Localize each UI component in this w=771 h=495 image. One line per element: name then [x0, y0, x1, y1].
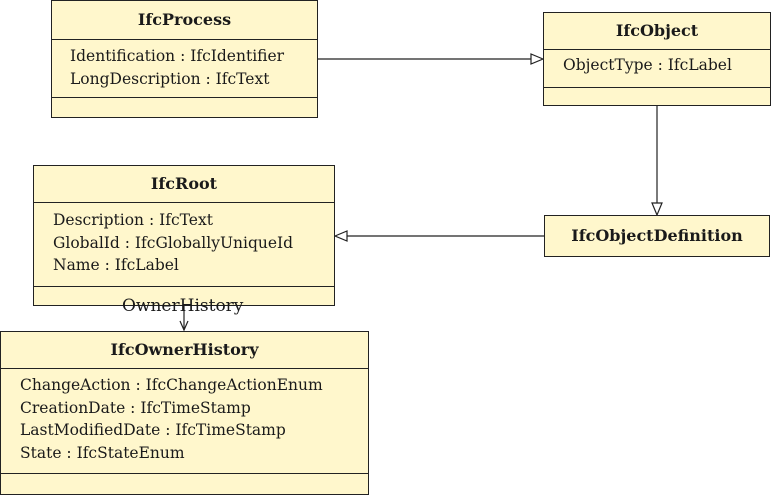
attribute: Description : IfcText — [53, 211, 213, 229]
class-name: IfcObject — [544, 13, 770, 50]
generalization-arrowhead-object — [530, 53, 545, 65]
class-name: IfcObjectDefinition — [571, 226, 743, 245]
class-ifc-owner-history[interactable]: IfcOwnerHistory ChangeAction : IfcChange… — [0, 331, 369, 495]
class-name: IfcOwnerHistory — [1, 332, 368, 369]
attribute: GlobalId : IfcGloballyUniqueId — [53, 233, 294, 252]
attribute-list: ChangeAction : IfcChangeActionEnum Creat… — [1, 369, 368, 474]
attribute: CreationDate : IfcTimeStamp — [20, 398, 251, 417]
association-arrowhead-ownerhistory — [179, 320, 189, 332]
class-name: IfcRoot — [34, 166, 334, 203]
attribute-list: Description : IfcText GlobalId : IfcGlob… — [34, 203, 334, 287]
class-ifc-object[interactable]: IfcObject ObjectType : IfcLabel — [543, 12, 771, 106]
attribute: ChangeAction : IfcChangeActionEnum — [20, 376, 323, 394]
attribute: State : IfcStateEnum — [20, 443, 185, 462]
class-name: IfcProcess — [52, 1, 317, 40]
association-label: OwnerHistory — [122, 296, 244, 316]
generalization-arrowhead-root — [333, 230, 348, 242]
class-ifc-object-definition[interactable]: IfcObjectDefinition — [544, 215, 770, 257]
class-ifc-process[interactable]: IfcProcess Identification : IfcIdentifie… — [51, 0, 318, 118]
attribute-list: ObjectType : IfcLabel — [544, 50, 770, 88]
attribute: LastModifiedDate : IfcTimeStamp — [20, 421, 286, 439]
generalization-arrowhead-objectdefinition — [651, 202, 663, 217]
attribute: Identification : IfcIdentifier — [70, 47, 285, 65]
attribute-list: Identification : IfcIdentifier LongDescr… — [52, 40, 317, 98]
attribute: Name : IfcLabel — [53, 256, 179, 274]
attribute: LongDescription : IfcText — [70, 69, 270, 88]
attribute: ObjectType : IfcLabel — [563, 56, 732, 74]
class-ifc-root[interactable]: IfcRoot Description : IfcText GlobalId :… — [33, 165, 335, 306]
